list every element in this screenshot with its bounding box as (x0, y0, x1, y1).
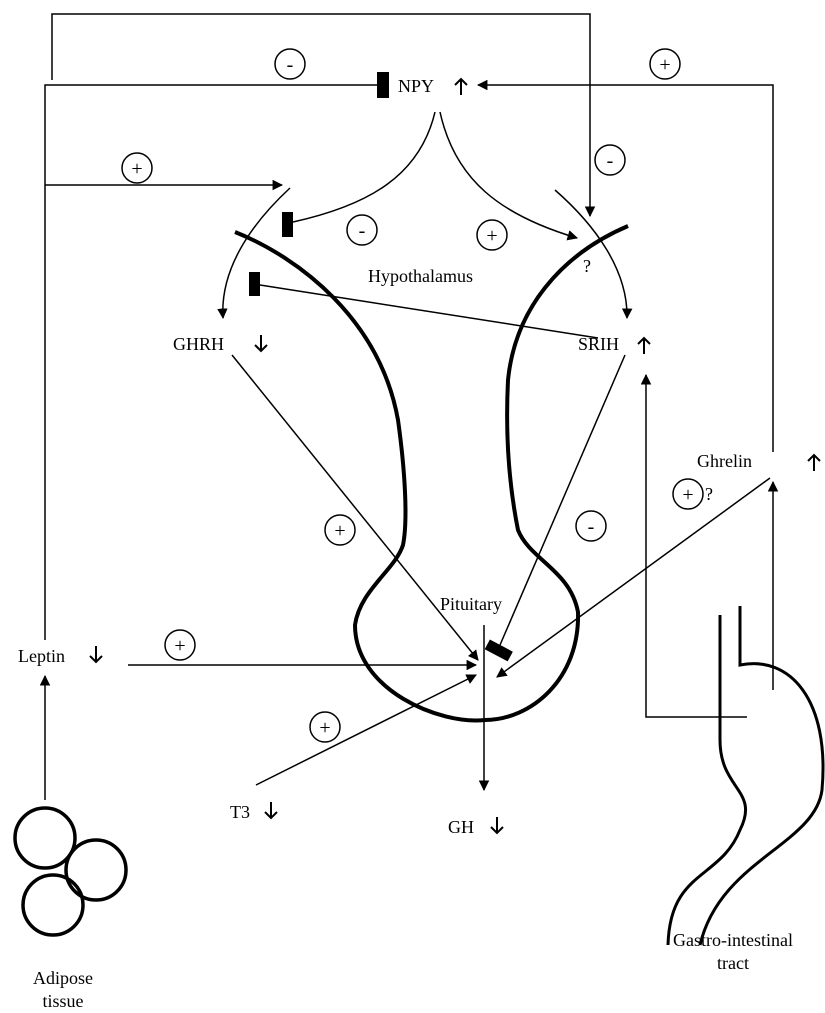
srih-label: SRIH (578, 334, 619, 354)
svg-text:-: - (588, 516, 595, 538)
ghrh-to-pituitary-arrow (232, 355, 478, 660)
t3-label: T3 (230, 802, 250, 822)
sign-plus-leptin-ghrh: + (122, 153, 152, 183)
svg-text:+: + (682, 484, 693, 506)
sign-minus-npy-ghrh: - (347, 215, 377, 245)
adipose-cell-1 (15, 808, 75, 868)
pituitary-label: Pituitary (440, 594, 502, 614)
gi-tract-label-line1: Gastro-intestinal (673, 930, 793, 950)
svg-text:+: + (334, 520, 345, 542)
srih-neuron-question-mark: ? (583, 256, 591, 276)
ghrh-down-arrow-icon (255, 335, 267, 351)
sign-plus-npy-srih: + (477, 220, 507, 250)
svg-text:+: + (131, 158, 142, 180)
ghrh-inhibition-bar (282, 212, 293, 237)
pituitary-srih-inhibition-bar (485, 639, 513, 661)
sign-plus-ghrelin-npy: + (650, 49, 680, 79)
ghrelin-label: Ghrelin (697, 451, 752, 471)
adipose-tissue-label-line2: tissue (42, 991, 83, 1011)
svg-text:-: - (607, 150, 614, 172)
svg-text:-: - (287, 54, 294, 76)
t3-to-pituitary-arrow (256, 675, 476, 785)
leptin-to-npy-inhibition-line (45, 85, 377, 640)
sign-minus-leptin-srih: - (595, 145, 625, 175)
gi-tract-label-line2: tract (717, 953, 749, 973)
ghrelin-up-arrow-icon (808, 455, 820, 471)
gi-to-srih-arrow (646, 375, 747, 717)
srih-neuron-projection (555, 190, 627, 318)
gh-label: GH (448, 817, 474, 837)
gh-down-arrow-icon (491, 817, 503, 833)
srih-to-pituitary-line (500, 355, 625, 645)
sign-plus-ghrh-pituitary: + (325, 515, 355, 545)
ghrelin-to-pituitary-arrow (497, 478, 770, 677)
leptin-label: Leptin (18, 646, 65, 666)
ghrelin-to-npy-arrow (478, 85, 773, 452)
sign-plus-t3-pituitary: + (310, 712, 340, 742)
gi-tract-left-wall (668, 615, 746, 945)
svg-text:+: + (174, 635, 185, 657)
leptin-down-arrow-icon (90, 646, 102, 662)
hypothalamus-pituitary-outline-right (485, 226, 628, 720)
hypothalamus-pituitary-outline-left (235, 232, 485, 720)
npy-to-ghrh-curve (293, 112, 435, 222)
sign-minus-srih-pituitary: - (576, 511, 606, 541)
srih-up-arrow-icon (638, 338, 650, 354)
adipose-cell-2 (66, 840, 126, 900)
ghrh-srih-inhibition-bar (249, 272, 260, 296)
hypothalamus-label: Hypothalamus (368, 266, 473, 286)
npy-label: NPY (398, 76, 434, 96)
gi-tract-right-wall (700, 606, 823, 945)
sign-minus-leptin-npy: - (275, 49, 305, 79)
svg-text:+: + (319, 717, 330, 739)
t3-down-arrow-icon (265, 802, 277, 818)
sign-plus-ghrelin-pituitary: + (673, 479, 703, 509)
npy-inhibition-bar (377, 72, 389, 98)
srih-to-ghrh-inhibition-line (260, 285, 598, 338)
ghrh-label: GHRH (173, 334, 224, 354)
sign-plus-leptin-pituitary: + (165, 630, 195, 660)
ghrelin-pituitary-question-mark: ? (705, 484, 713, 504)
npy-to-srih-curve (440, 112, 577, 238)
svg-text:+: + (659, 54, 670, 76)
npy-up-arrow-icon (455, 79, 467, 95)
svg-text:-: - (359, 220, 366, 242)
adipose-tissue-label-line1: Adipose (33, 968, 93, 988)
svg-text:+: + (486, 225, 497, 247)
adipose-cell-3 (23, 875, 83, 935)
